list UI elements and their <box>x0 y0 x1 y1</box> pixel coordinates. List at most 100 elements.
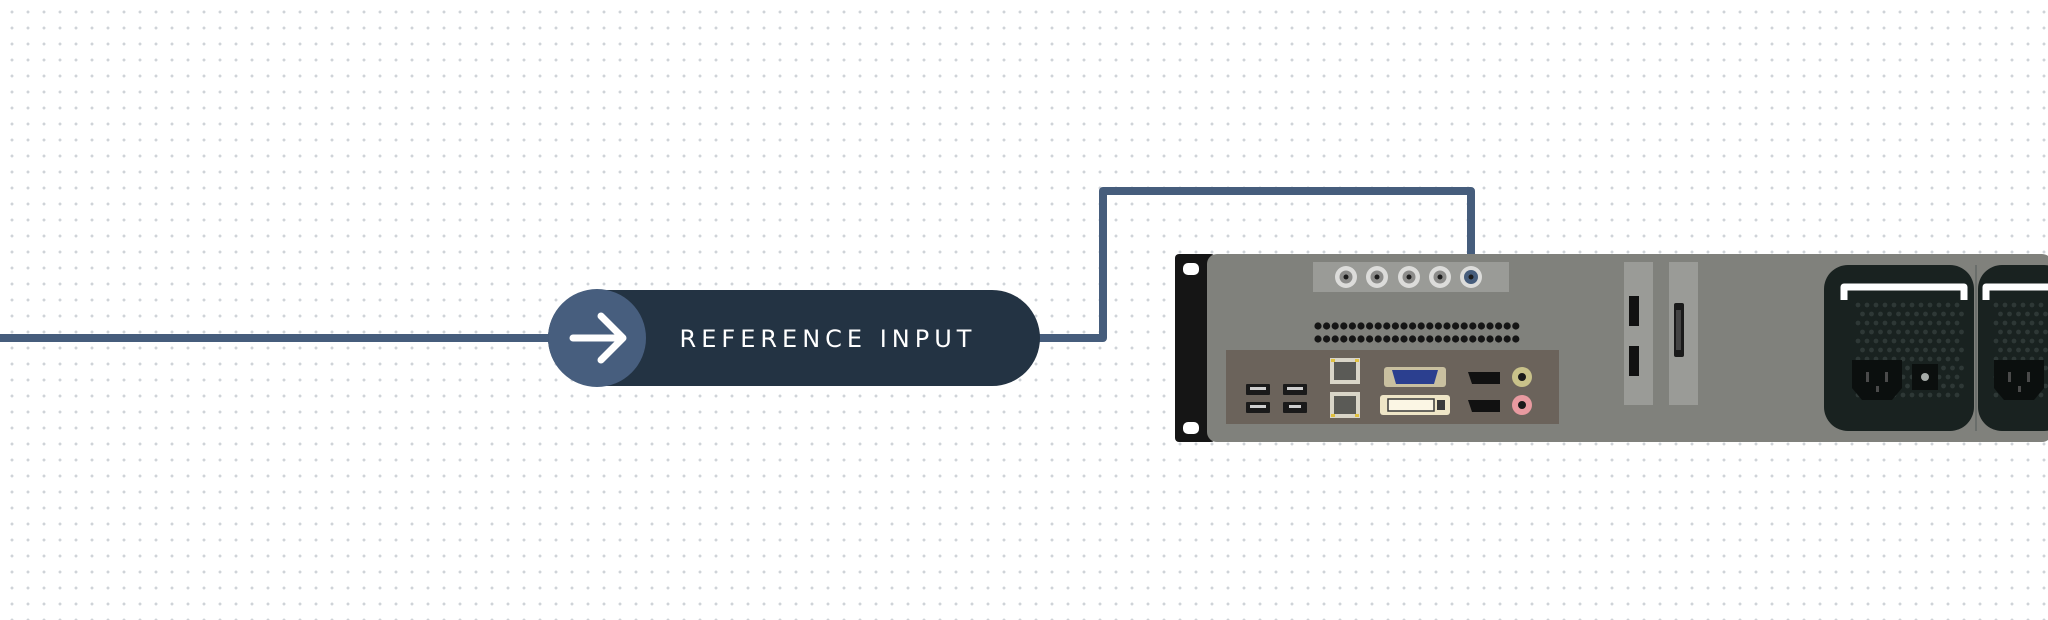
psu-vent-hole <box>2021 321 2026 326</box>
vent-hole <box>1409 335 1416 342</box>
psu-vent-hole <box>1883 303 1888 308</box>
psu-vent-hole <box>2007 348 2012 353</box>
psu-vent-hole <box>1883 339 1888 344</box>
psu-vent-hole <box>2012 303 2017 308</box>
psu-vent-hole <box>1869 330 1874 335</box>
psu-vent-hole <box>1887 312 1892 317</box>
bnc-connector[interactable] <box>1429 266 1451 288</box>
vent-hole <box>1443 335 1450 342</box>
psu-vent-hole <box>1959 312 1964 317</box>
psu-vent-hole <box>2012 321 2017 326</box>
vent-hole <box>1478 335 1485 342</box>
psu-vent-hole <box>1941 366 1946 371</box>
psu-vent-hole <box>1896 312 1901 317</box>
vent-hole <box>1512 322 1519 329</box>
vent-hole <box>1486 322 1493 329</box>
psu-vent-hole <box>1955 321 1960 326</box>
power-inlet <box>1852 360 1902 400</box>
vent-hole <box>1400 335 1407 342</box>
vent-hole <box>1504 335 1511 342</box>
rack-ear-hole-bottom <box>1183 422 1199 434</box>
psu-vent-hole <box>1865 303 1870 308</box>
psu-vent-hole <box>2016 330 2021 335</box>
psu-vent-hole <box>1869 312 1874 317</box>
psu-vent-hole <box>1919 303 1924 308</box>
vent-hole <box>1366 335 1373 342</box>
power-inlet <box>1994 360 2044 400</box>
vga-port <box>1384 367 1446 387</box>
psu-vent-hole <box>1946 393 1951 398</box>
vent-hole <box>1461 335 1468 342</box>
psu-vent-hole <box>1932 348 1937 353</box>
psu-vent-hole <box>2021 339 2026 344</box>
psu-vent-hole <box>1856 303 1861 308</box>
psu-vent-hole <box>1994 303 1999 308</box>
bnc-connector[interactable] <box>1335 266 1357 288</box>
vent-hole <box>1452 322 1459 329</box>
psu-vent-hole <box>1919 357 1924 362</box>
psu-vent-hole <box>2039 321 2044 326</box>
vent-hole <box>1495 335 1502 342</box>
psu-vent-hole <box>2025 330 2030 335</box>
psu-vent-hole <box>1950 330 1955 335</box>
psu-vent-hole <box>1856 321 1861 326</box>
psu-vent-hole <box>1892 303 1897 308</box>
psu-vent-hole <box>2034 348 2039 353</box>
psu-vent-hole <box>2021 303 2026 308</box>
psu-vent-hole <box>1923 330 1928 335</box>
psu-vent-hole <box>1959 384 1964 389</box>
psu-vent-hole <box>1941 348 1946 353</box>
psu-vent-hole <box>1928 321 1933 326</box>
psu-vent-hole <box>1919 393 1924 398</box>
psu-vent-hole <box>1865 321 1870 326</box>
power-supply <box>1978 265 2048 431</box>
psu-vent-hole <box>1928 303 1933 308</box>
psu-vent-hole <box>1860 312 1865 317</box>
psu-vent-hole <box>1905 348 1910 353</box>
vent-hole <box>1332 322 1339 329</box>
vent-hole <box>1357 322 1364 329</box>
psu-vent-hole <box>1932 312 1937 317</box>
psu-vent-hole <box>2043 330 2048 335</box>
vent-hole <box>1392 335 1399 342</box>
psu-vent-hole <box>1901 321 1906 326</box>
psu-vent-hole <box>1883 321 1888 326</box>
vent-hole <box>1418 335 1425 342</box>
psu-vent-hole <box>1914 312 1919 317</box>
vent-hole <box>1323 322 1330 329</box>
psu-vent-hole <box>1901 393 1906 398</box>
psu-vent-hole <box>2003 339 2008 344</box>
psu-vent-hole <box>2007 312 2012 317</box>
vent-hole <box>1332 335 1339 342</box>
vent-hole <box>1375 335 1382 342</box>
psu-vent-hole <box>2030 321 2035 326</box>
bnc-connector-connected[interactable] <box>1460 266 1482 288</box>
psu-vent-hole <box>2012 339 2017 344</box>
pcie-slot <box>1669 262 1698 405</box>
reference-input-node[interactable]: REFERENCE INPUT <box>548 289 1040 387</box>
psu-vent-hole <box>1878 330 1883 335</box>
psu-vent-hole <box>2025 312 2030 317</box>
psu-vent-hole <box>1994 339 1999 344</box>
psu-vent-hole <box>2034 330 2039 335</box>
psu-vent-hole <box>2043 312 2048 317</box>
psu-vent-hole <box>1878 348 1883 353</box>
psu-vent-hole <box>1946 357 1951 362</box>
vent-hole <box>1383 322 1390 329</box>
pcie-slot <box>1624 262 1653 405</box>
psu-vent-hole <box>2034 312 2039 317</box>
psu-vent-hole <box>1998 330 2003 335</box>
psu-vent-hole <box>1998 312 2003 317</box>
psu-vent-hole <box>1928 393 1933 398</box>
vent-hole <box>1512 335 1519 342</box>
psu-vent-hole <box>2016 312 2021 317</box>
psu-vent-hole <box>2003 321 2008 326</box>
psu-vent-hole <box>1994 321 1999 326</box>
reference-input-label: REFERENCE INPUT <box>680 325 977 353</box>
psu-vent-hole <box>1959 330 1964 335</box>
bnc-connector[interactable] <box>1398 266 1420 288</box>
bnc-connector[interactable] <box>1366 266 1388 288</box>
psu-vent-hole <box>1905 330 1910 335</box>
vent-hole <box>1486 335 1493 342</box>
